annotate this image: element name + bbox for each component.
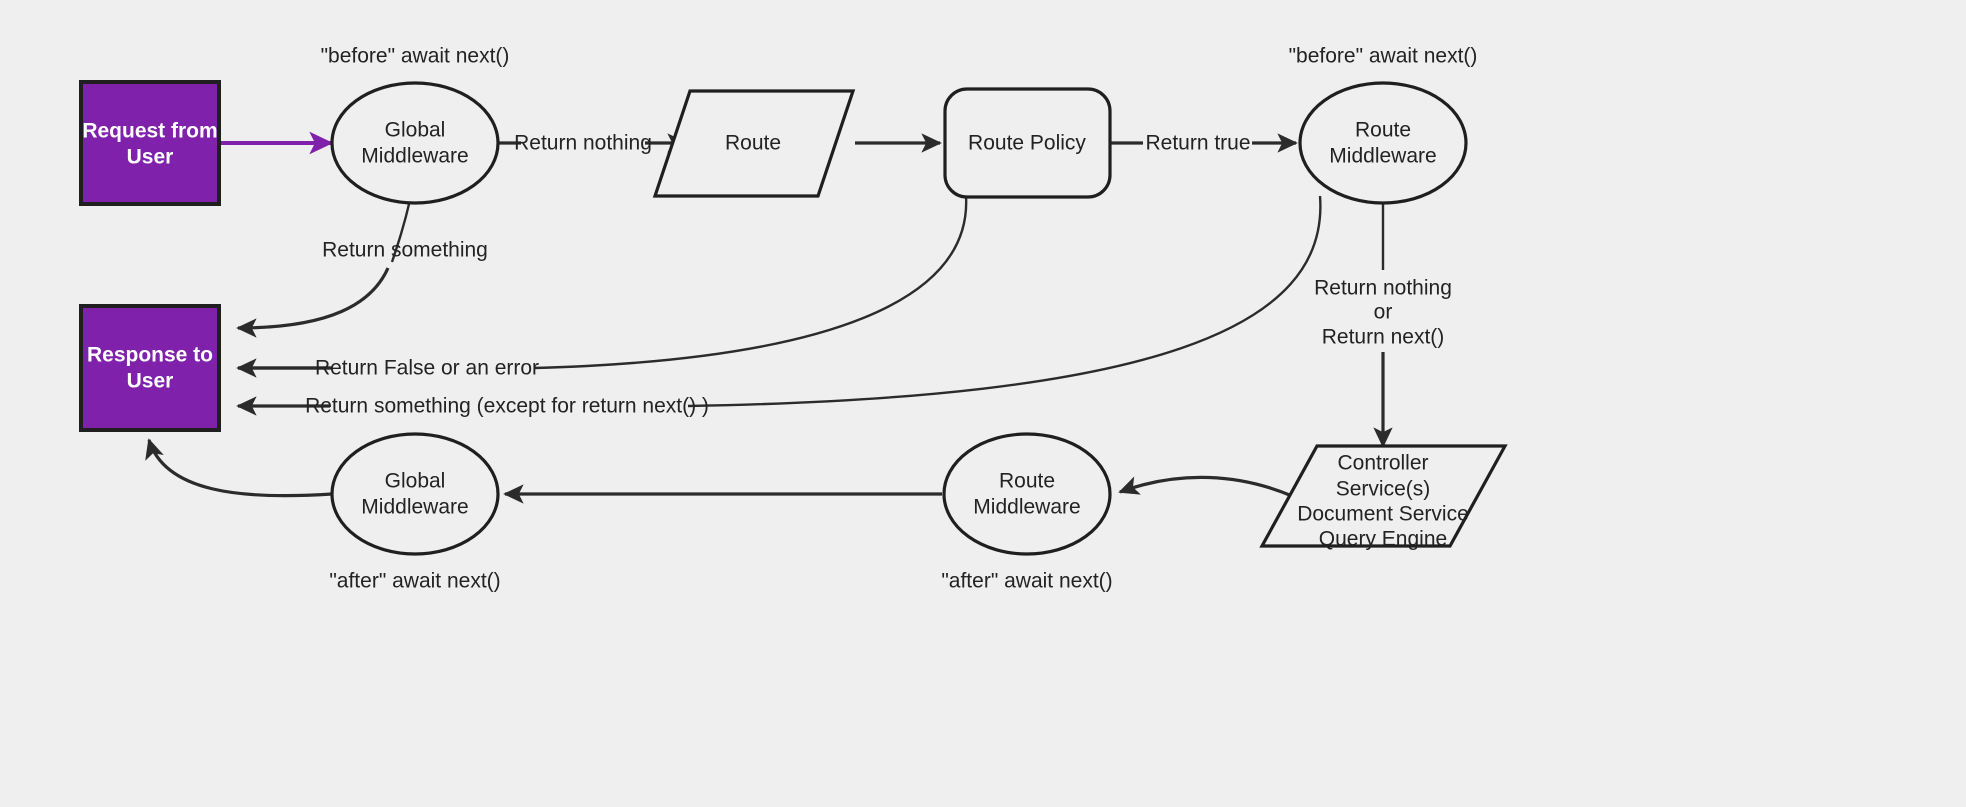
edge-label-return-something-except: Return something (except for return next… bbox=[305, 395, 709, 418]
edge-route-middleware-return-something-curve bbox=[687, 195, 1322, 408]
node-request-from-user[interactable] bbox=[79, 80, 221, 206]
node-route[interactable] bbox=[652, 89, 856, 198]
node-controller-line-4: Query Engine bbox=[1319, 528, 1447, 551]
node-request-from-user-label-line2: User bbox=[127, 146, 174, 169]
node-global-middleware-bottom-label-line2: Middleware bbox=[361, 496, 468, 519]
annotation-before-await-next-left: "before" await next() bbox=[321, 45, 510, 68]
edge-global-middleware-return-something bbox=[390, 199, 412, 263]
edge-label-return-false-or-error: Return False or an error bbox=[315, 357, 539, 380]
node-route-policy-label: Route Policy bbox=[968, 132, 1086, 155]
node-route-middleware-bottom[interactable] bbox=[942, 432, 1112, 556]
node-global-middleware-top-label-line1: Global bbox=[385, 119, 446, 142]
edge-label-return-true: Return true bbox=[1145, 132, 1250, 155]
node-global-middleware-top-label-line2: Middleware bbox=[361, 145, 468, 168]
edge-label-return-nothing-or-next-line2: or bbox=[1374, 301, 1393, 324]
node-controller-line-3: Document Service bbox=[1297, 503, 1469, 526]
annotation-after-await-next-right: "after" await next() bbox=[941, 570, 1112, 593]
annotation-after-await-next-left: "after" await next() bbox=[329, 570, 500, 593]
node-response-to-user-label-line2: User bbox=[127, 370, 174, 393]
node-route-middleware-top[interactable] bbox=[1298, 81, 1468, 205]
node-route-middleware-bottom-label-line1: Route bbox=[999, 470, 1055, 493]
node-request-from-user-label-line1: Request from bbox=[82, 120, 217, 143]
edge-controller-to-route-middleware-bottom bbox=[1118, 475, 1293, 498]
node-route-policy[interactable] bbox=[943, 87, 1112, 199]
edge-label-return-nothing-or-next-line3: Return next() bbox=[1322, 326, 1445, 349]
node-global-middleware-bottom-label-line1: Global bbox=[385, 470, 446, 493]
node-route-middleware-top-label-line1: Route bbox=[1355, 119, 1411, 142]
edge-label-return-nothing: Return nothing bbox=[514, 132, 652, 155]
edge-label-return-nothing-or-next-line1: Return nothing bbox=[1314, 277, 1452, 300]
node-response-to-user[interactable] bbox=[79, 304, 221, 432]
edge-label-return-something: Return something bbox=[322, 239, 488, 262]
node-global-middleware-bottom[interactable] bbox=[330, 432, 500, 556]
node-response-to-user-label-line1: Response to bbox=[87, 344, 213, 367]
node-route-label: Route bbox=[725, 132, 781, 155]
annotation-before-await-next-right: "before" await next() bbox=[1289, 45, 1478, 68]
edge-global-middleware-bottom-to-response bbox=[145, 438, 333, 498]
node-global-middleware-top[interactable] bbox=[330, 81, 500, 205]
edge-route-policy-return-false-curve bbox=[533, 195, 968, 370]
node-route-middleware-top-label-line2: Middleware bbox=[1329, 145, 1436, 168]
node-controller-services[interactable] bbox=[1259, 444, 1508, 548]
node-controller-line-1: Controller bbox=[1337, 452, 1428, 475]
edge-global-middleware-return-something-to-response bbox=[236, 267, 390, 338]
node-route-middleware-bottom-label-line2: Middleware bbox=[973, 496, 1080, 519]
node-controller-line-2: Service(s) bbox=[1336, 478, 1431, 501]
